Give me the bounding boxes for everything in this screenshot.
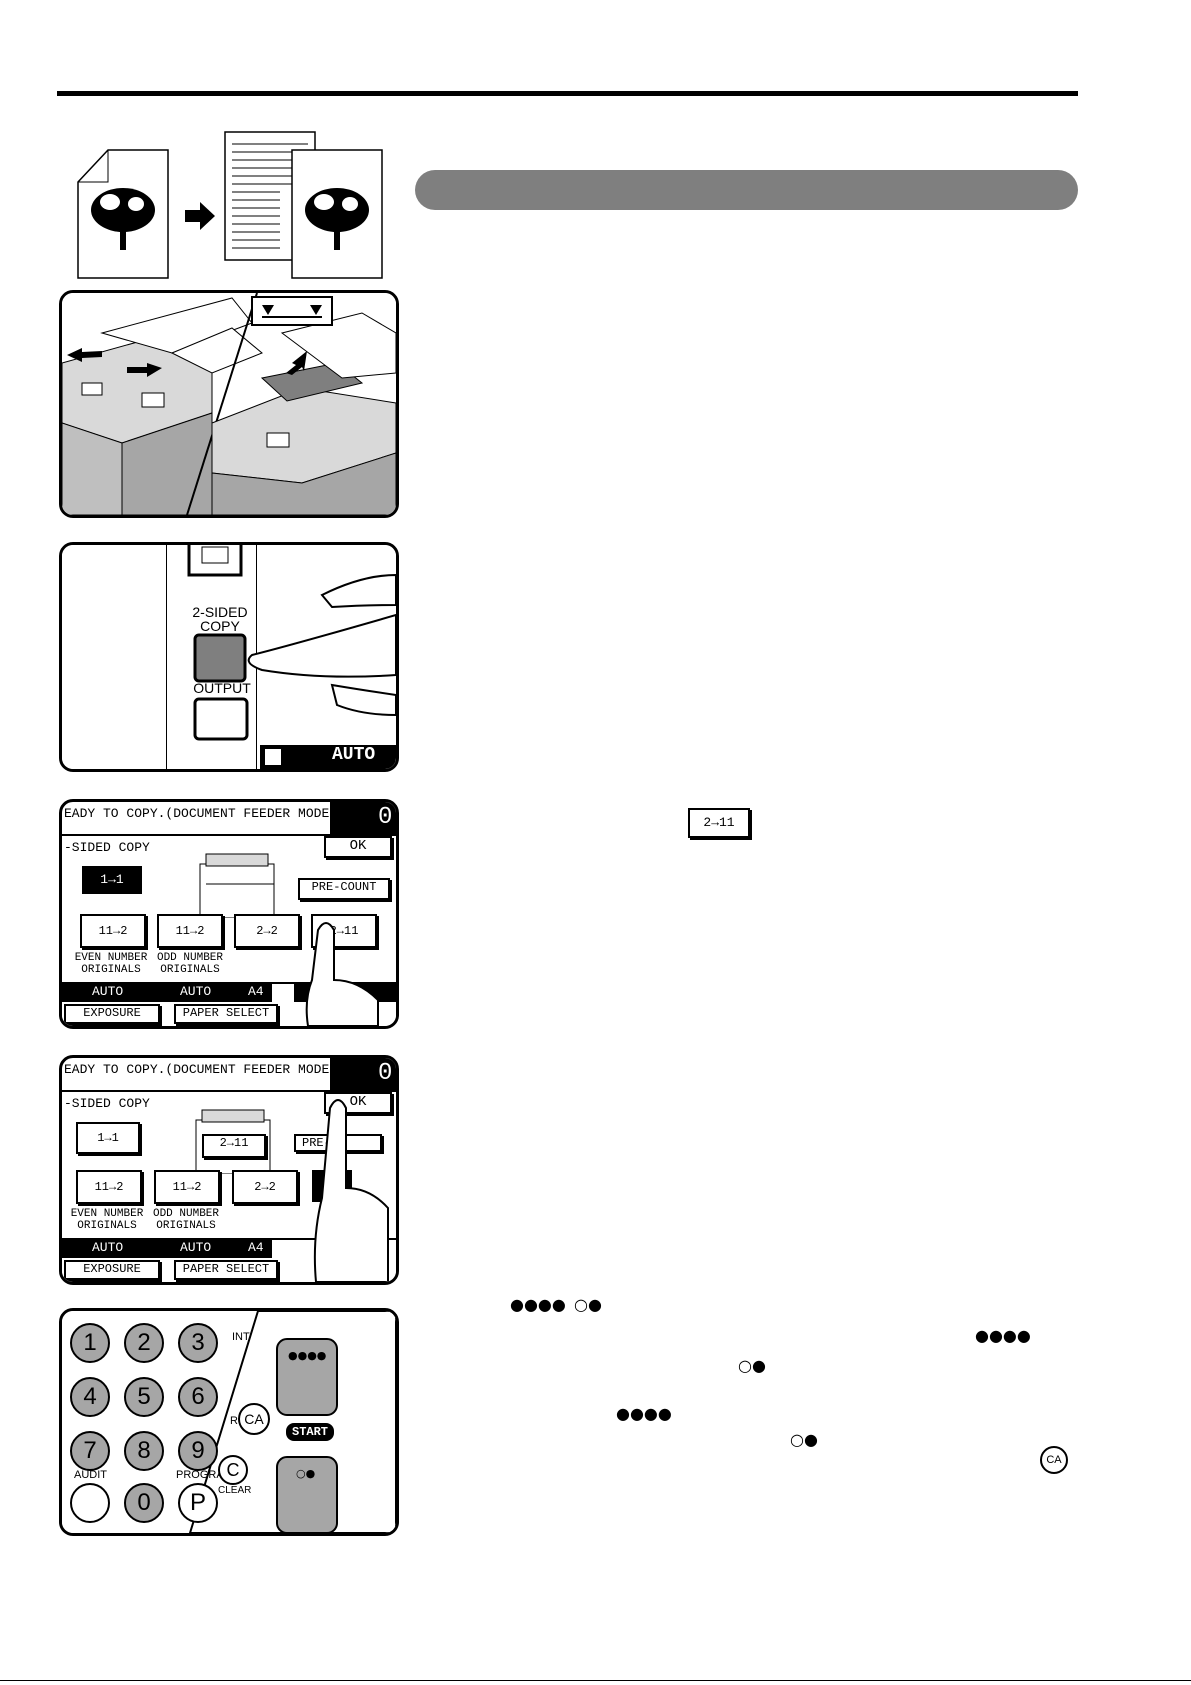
key-4[interactable]: 4 xyxy=(70,1377,110,1417)
mode-1to2-even-button[interactable]: 11→2 xyxy=(80,914,146,948)
section-heading-bar xyxy=(415,170,1078,210)
ok-button[interactable]: OK xyxy=(324,836,392,858)
arrow-down-left-icon xyxy=(286,351,307,375)
clear-key[interactable]: C xyxy=(218,1455,248,1485)
arrow-right-icon xyxy=(127,363,162,377)
pointing-hand-icon xyxy=(305,922,379,1026)
exposure-value: AUTO xyxy=(62,1240,162,1258)
mode-1to1-button[interactable]: 1→1 xyxy=(82,866,142,894)
arrow-left-icon xyxy=(67,348,102,362)
interrupt-label: INT xyxy=(232,1331,250,1343)
copy-counter: 0 xyxy=(378,1060,393,1087)
output-key-label: OUTPUT xyxy=(193,680,251,696)
exposure-auto-readout: AUTO xyxy=(332,745,376,765)
precount-button[interactable]: PRE-COUNT xyxy=(298,878,390,900)
screen-title: -SIDED COPY xyxy=(64,840,150,855)
dots-2-line5: ○● xyxy=(790,1430,818,1449)
clear-label: CLEAR xyxy=(218,1485,252,1496)
screen-title: -SIDED COPY xyxy=(64,1096,150,1111)
lcd-ok-confirm-screen: EADY TO COPY.(DOCUMENT FEEDER MODE) 0 -S… xyxy=(59,1055,399,1285)
paper-auto-value: AUTO xyxy=(162,1240,272,1258)
mode-2to2-button[interactable]: 2→2 xyxy=(232,1170,298,1204)
key-1[interactable]: 1 xyxy=(70,1323,110,1363)
copier-illustration xyxy=(199,853,275,918)
paper-auto-value: AUTO xyxy=(162,984,272,1002)
pointing-hand-icon xyxy=(313,1099,389,1282)
key-0[interactable]: 0 xyxy=(124,1483,164,1523)
2sided-key-label: 2-SIDED COPY xyxy=(192,604,248,634)
tree-icon xyxy=(91,188,155,250)
dots-2-line3: ○● xyxy=(738,1356,766,1375)
key-7[interactable]: 7 xyxy=(70,1431,110,1471)
key-3[interactable]: 3 xyxy=(178,1323,218,1363)
ca-key-icon: CA xyxy=(1040,1446,1068,1474)
dots-4-line1: ●●●● xyxy=(510,1295,566,1314)
exposure-value: AUTO xyxy=(62,984,162,1002)
key-6[interactable]: 6 xyxy=(178,1377,218,1417)
exposure-button[interactable]: EXPOSURE xyxy=(64,1004,160,1024)
tree-icon-copy xyxy=(305,188,369,250)
max-fill-indicator-icon xyxy=(262,305,274,315)
selected-mode-preview: 2→11 xyxy=(202,1134,266,1158)
clear-all-key[interactable]: CA xyxy=(238,1403,270,1435)
key-8[interactable]: 8 xyxy=(124,1431,164,1471)
illustration-document-feeder xyxy=(59,290,399,518)
dots-4-line2: ●●●● xyxy=(975,1326,1031,1345)
mode-1to2-odd-button[interactable]: 11→2 xyxy=(157,914,223,948)
exposure-button[interactable]: EXPOSURE xyxy=(64,1260,160,1280)
start-button-4dots[interactable]: ●●●● xyxy=(288,1349,327,1362)
dots-2-line1: ○● xyxy=(574,1295,602,1314)
program-key[interactable]: P xyxy=(178,1483,218,1523)
audit-key[interactable] xyxy=(70,1483,110,1523)
paper-size-value: A4 xyxy=(248,984,272,1002)
start-button-2dots[interactable]: ○● xyxy=(296,1467,316,1480)
paper-select-button[interactable]: PAPER SELECT xyxy=(174,1260,278,1280)
start-label: START xyxy=(286,1423,335,1441)
paper-select-button[interactable]: PAPER SELECT xyxy=(174,1004,278,1024)
paper-size-value: A4 xyxy=(248,1240,272,1258)
key-9[interactable]: 9 xyxy=(178,1431,218,1471)
mode-2to2-button[interactable]: 2→2 xyxy=(234,914,300,948)
arrow-right-icon xyxy=(185,202,215,230)
key-5[interactable]: 5 xyxy=(124,1377,164,1417)
program-label: PROGRA xyxy=(176,1469,224,1481)
status-message: EADY TO COPY.(DOCUMENT FEEDER MODE) xyxy=(64,1062,338,1077)
top-rule xyxy=(57,91,1078,96)
key-2[interactable]: 2 xyxy=(124,1323,164,1363)
mode-1to2-even-button[interactable]: 11→2 xyxy=(76,1170,142,1204)
illustration-document-conversion xyxy=(70,130,390,280)
inline-2to1-icon: 2→11 xyxy=(688,808,750,838)
dots-4-line4: ●●●● xyxy=(616,1404,672,1423)
illustration-operation-panel: 1 2 3 4 5 6 7 8 9 AUDIT 0 PROGRA P INT R… xyxy=(59,1308,399,1536)
r-label: R xyxy=(230,1415,238,1427)
mode-1to1-button[interactable]: 1→1 xyxy=(76,1122,140,1154)
bottom-rule xyxy=(0,1680,1191,1681)
lcd-2sided-copy-screen: EADY TO COPY.(DOCUMENT FEEDER MODE) 0 -S… xyxy=(59,799,399,1029)
mode-1to2-odd-button[interactable]: 11→2 xyxy=(154,1170,220,1204)
status-message: EADY TO COPY.(DOCUMENT FEEDER MODE) xyxy=(64,806,338,821)
copy-counter: 0 xyxy=(378,804,393,831)
audit-label: AUDIT xyxy=(74,1469,107,1481)
illustration-2sided-key: 2-SIDED COPY OUTPUT AUTO xyxy=(59,542,399,772)
